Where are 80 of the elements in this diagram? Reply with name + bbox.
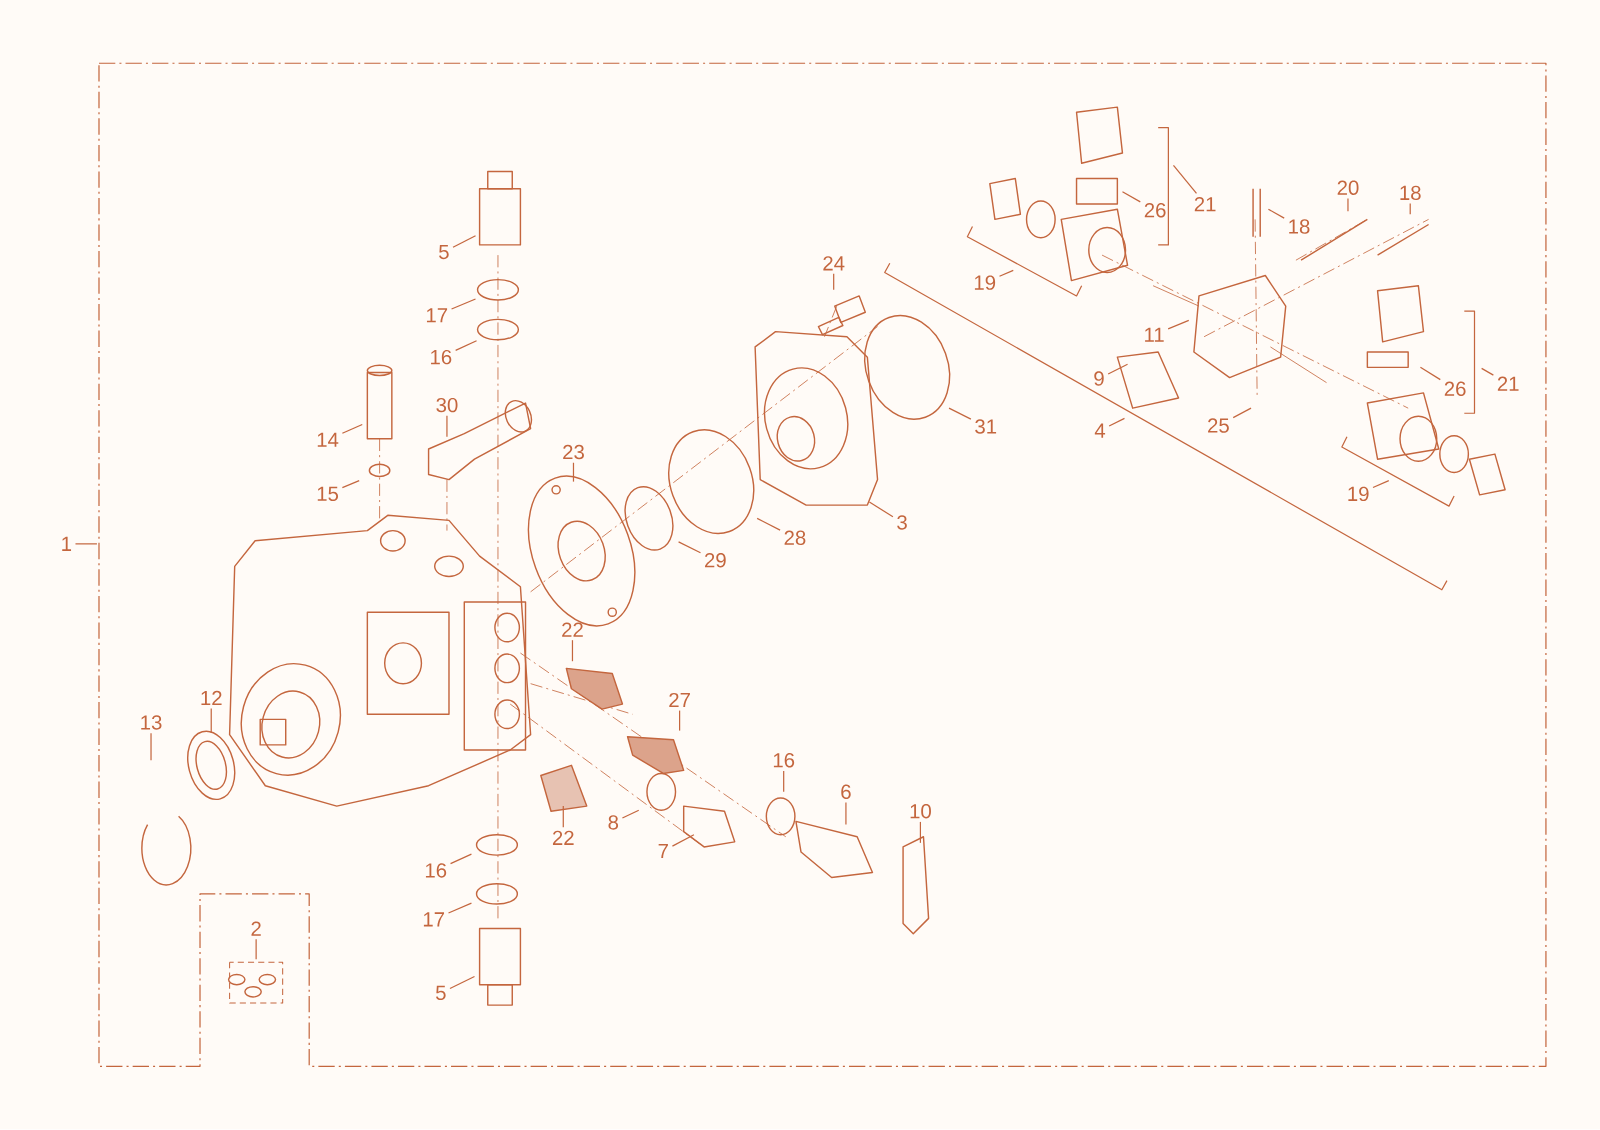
callout-number: 29 (705, 553, 726, 568)
callout-number: 25 (1208, 418, 1229, 433)
callout-number: 22 (562, 622, 583, 637)
callout-number: 12 (201, 691, 222, 706)
leader-line (868, 501, 894, 518)
leader-line (671, 834, 695, 847)
leader-line (677, 541, 702, 554)
callout-number: 1 (62, 537, 72, 552)
callout-number: 20 (1337, 180, 1359, 196)
leader-line (455, 340, 478, 352)
leader-line (150, 732, 152, 761)
leader-line (845, 802, 847, 826)
callout-number: 7 (658, 844, 668, 859)
callout-number: 21 (1194, 197, 1216, 212)
leader-line (783, 770, 785, 793)
leader-line (756, 517, 781, 531)
callout-number: 22 (552, 830, 574, 846)
leader-line (998, 270, 1014, 278)
leader-line (446, 415, 448, 438)
callout-number: 8 (608, 815, 619, 830)
callout-number: 17 (426, 308, 448, 323)
callout-number: 23 (563, 445, 584, 460)
leader-line (571, 639, 574, 663)
leader-line (1267, 208, 1285, 219)
leader-line (449, 976, 476, 990)
callout-number: 18 (1400, 185, 1421, 201)
callout-number: 27 (669, 693, 690, 708)
leader-line (1172, 164, 1198, 195)
leader-line (1419, 366, 1441, 381)
leader-line (74, 543, 98, 545)
callout-number: 6 (841, 784, 851, 800)
leader-line (919, 821, 922, 844)
callout-number: 21 (1497, 376, 1519, 391)
leader-line (1107, 363, 1129, 375)
leader-line (1232, 407, 1252, 419)
leader-line (1481, 367, 1494, 376)
leader-line (1409, 203, 1411, 216)
leader-line (572, 462, 575, 483)
callout-number: 5 (439, 245, 449, 260)
callout-number: 19 (1348, 486, 1369, 502)
leader-line (1121, 191, 1141, 203)
leader-line (679, 710, 681, 732)
callout-number: 10 (910, 804, 931, 819)
leader-line (948, 407, 972, 420)
callout-number: 26 (1444, 381, 1466, 397)
callout-number: 16 (425, 863, 447, 878)
leader-line (447, 902, 473, 914)
callout-number: 14 (317, 432, 339, 447)
callout-number: 16 (431, 350, 452, 365)
leader-line (562, 805, 564, 828)
callout-number: 19 (974, 275, 996, 291)
leader-line (449, 853, 473, 865)
callout-number: 9 (1094, 371, 1104, 386)
callout-number: 16 (773, 753, 795, 768)
callout-number: 28 (784, 530, 806, 546)
callout-number: 24 (823, 256, 845, 271)
callout-number: 2 (251, 921, 261, 936)
leader-line (210, 708, 212, 734)
leader-line (621, 809, 640, 819)
callout-number: 17 (423, 912, 444, 927)
leader-line (341, 424, 363, 435)
leader-line (341, 480, 360, 489)
callout-number: 26 (1144, 203, 1166, 218)
leader-line (833, 273, 835, 291)
leader-line (1372, 480, 1390, 489)
leader-line (452, 235, 477, 249)
callout-number: 5 (436, 985, 446, 1001)
callout-number: 13 (141, 715, 162, 730)
callout-number: 11 (1145, 327, 1164, 342)
leader-line (1108, 417, 1126, 427)
callout-number: 31 (975, 419, 997, 434)
callout-number: 4 (1094, 423, 1106, 438)
callout-number: 3 (897, 515, 907, 530)
callout-number: 15 (317, 486, 339, 502)
leader-line (1167, 320, 1190, 330)
callout-number: 18 (1289, 219, 1310, 234)
leader-line (255, 938, 257, 960)
leader-line (1347, 198, 1349, 213)
leader-line (450, 298, 477, 310)
callout-number: 30 (436, 398, 458, 413)
